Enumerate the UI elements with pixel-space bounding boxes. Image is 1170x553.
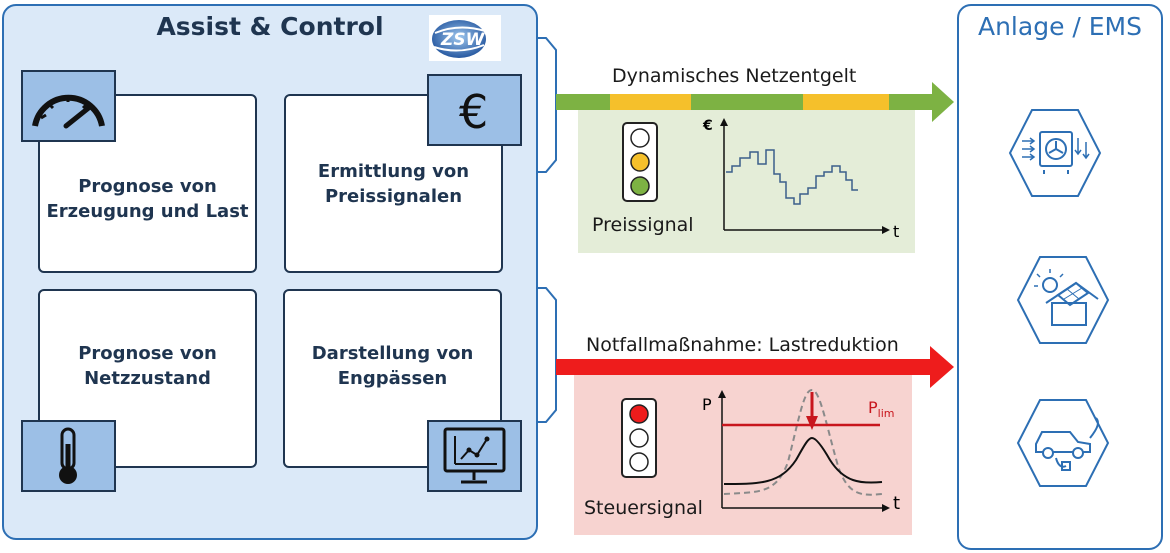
heat-pump-icon [1008,109,1102,197]
monitor-chart-icon [427,420,522,492]
zsw-logo-text: ZSW [440,30,486,50]
electric-car-icon [1016,399,1110,487]
light-red [629,404,649,424]
limit-sub: lim [877,407,895,421]
speedometer-icon [21,70,116,142]
plant-title: Anlage / EMS [977,12,1142,41]
price-chart [720,118,890,234]
traffic-light-price [622,122,658,202]
card-ermittlung-preissignale: Ermittlung von Preissignalen [284,94,503,273]
light-off [629,452,649,472]
card-label: Prognose von Netzzustand [78,342,217,389]
emergency-arrow-label: Notfallmaßnahme: Lastreduktion [586,334,899,356]
thermometer-icon [21,420,116,492]
bracket-bottom [538,287,557,423]
price-y-axis-label: € [703,118,713,134]
light-green [630,176,650,196]
emergency-arrow [556,346,954,388]
price-x-axis-label: t [893,222,900,241]
load-chart [718,388,890,512]
svg-text:€: € [459,85,488,139]
card-prognose-erzeugung: Prognose von Erzeugung und Last [38,94,257,273]
limit-label: Plim [868,398,894,420]
card-label: Darstellung von Engpässen [311,342,474,389]
price-arrow-label: Dynamisches Netzentgelt [612,65,857,87]
card-prognose-netzzustand: Prognose von Netzzustand [38,289,257,468]
euro-icon: € [427,74,522,146]
control-signal-label: Steuersignal [584,497,703,519]
traffic-light-control [621,398,657,478]
zsw-logo: ZSW [429,15,501,61]
price-arrow [556,82,954,122]
load-y-axis-label: P [702,395,712,414]
panel-title: Assist & Control [156,12,384,41]
card-label: Ermittlung von Preissignalen [317,160,470,207]
light-off [630,128,650,148]
light-off [629,428,649,448]
light-yellow [630,152,650,172]
price-signal-label: Preissignal [592,214,694,236]
limit-main: P [868,398,878,417]
solar-house-icon [1016,256,1110,344]
card-label: Prognose von Erzeugung und Last [46,175,249,222]
load-x-axis-label: t [893,493,901,514]
